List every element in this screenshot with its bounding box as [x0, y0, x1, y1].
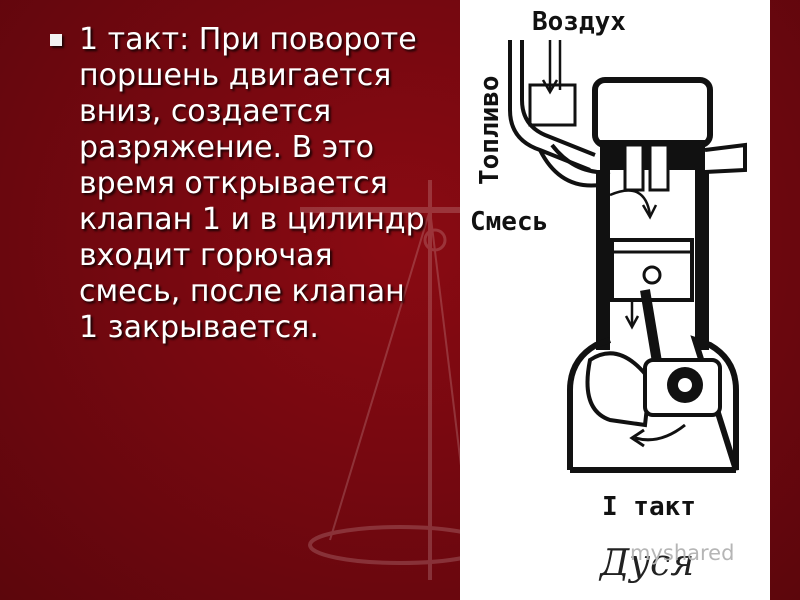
crankcase [567, 335, 739, 471]
exhaust-pipe [704, 142, 747, 174]
bullet-list: 1 такт: При повороте поршень двигается в… [45, 22, 425, 346]
mixture-arrow-icon [609, 189, 652, 216]
bullet-square-icon [50, 34, 62, 46]
cylinder-head [592, 77, 713, 148]
scales-background-icon [300, 180, 480, 580]
watermark: myshared [630, 541, 734, 565]
piston-pin [642, 265, 662, 285]
cylinder-walls [596, 170, 709, 350]
bullet-text: 1 такт: При повороте поршень двигается в… [79, 22, 425, 345]
label-fuel: Топливо [475, 75, 505, 185]
handwritten-signature: Дуся [598, 543, 694, 584]
engine-diagram: Воздух Топливо Смесь I такт [470, 7, 747, 584]
bullet-item: 1 такт: При повороте поршень двигается в… [45, 22, 425, 346]
label-air: Воздух [532, 7, 626, 37]
piston [610, 238, 694, 302]
rotation-arrow-icon [634, 423, 686, 442]
valves [600, 140, 705, 192]
label-mixture: Смесь [470, 207, 548, 237]
down-arrow-icon [624, 315, 640, 330]
engine-diagram-panel: Воздух Топливо Смесь I такт [460, 0, 770, 600]
label-stroke: I такт [602, 492, 696, 522]
intake-pipes [508, 40, 611, 188]
